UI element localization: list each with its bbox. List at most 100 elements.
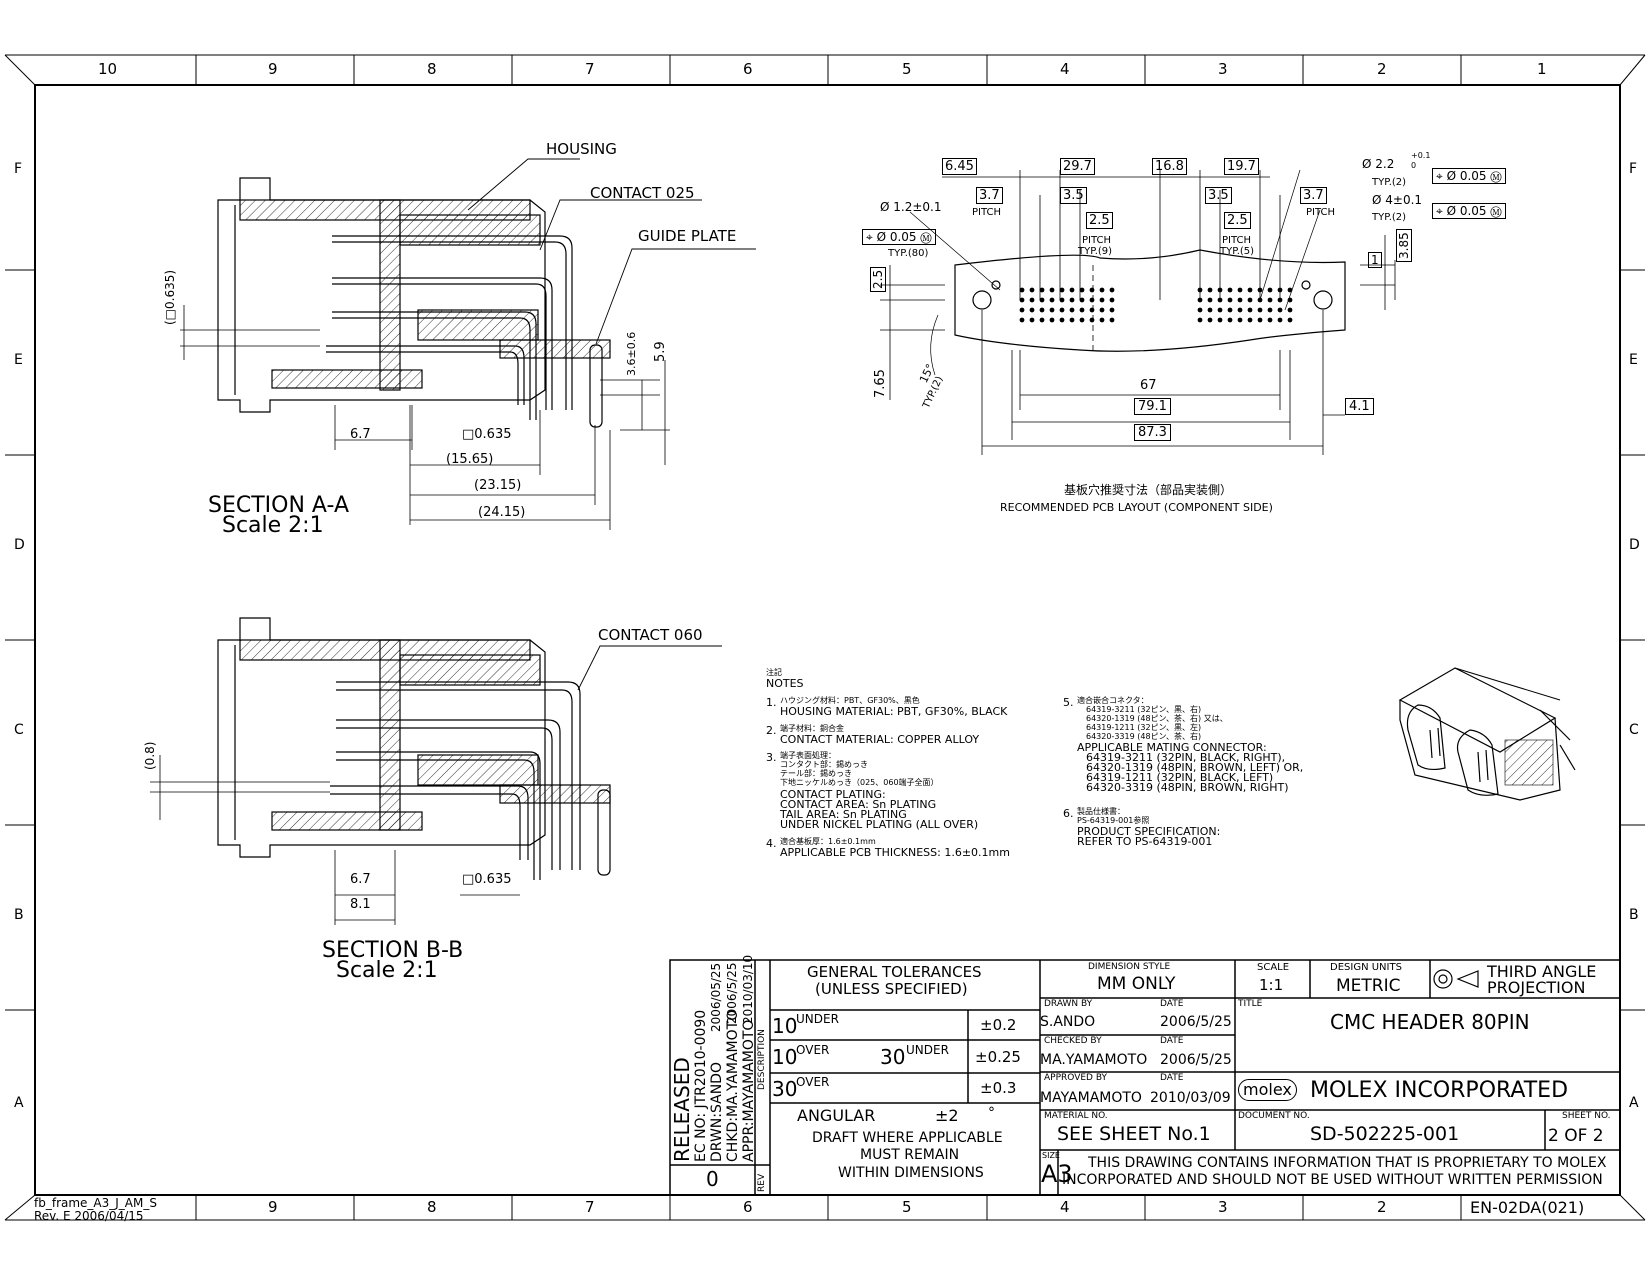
projection-line-1: THIRD ANGLE [1487,962,1597,981]
section-bb-scale: Scale 2:1 [336,958,438,983]
revision-label: REV [757,1173,767,1192]
column-label: 5 [902,60,912,78]
note-5-japanese-line: 適合嵌合コネクタ： [1077,696,1149,705]
pcb-hole [1247,317,1253,323]
pcb-hole [1277,287,1283,293]
document-number: SD-502225-001 [1310,1123,1460,1145]
pcb-hole [1227,307,1233,313]
pcb-hole [1039,297,1045,303]
scale-value: 1:1 [1259,976,1284,994]
section-aa-title: SECTION A-A [208,493,349,518]
pcb-phi-2-2-lower-tol: 0 [1411,161,1417,170]
pcb-hole [1287,307,1293,313]
note-6-japanese-line: 製品仕様書： [1077,807,1125,816]
dim-aa-3-6: 3.6±0.6 [625,331,638,376]
pcb-hole [1277,307,1283,313]
pcb-hole [1257,287,1263,293]
pcb-hole [1019,287,1025,293]
size-label: SIZE [1042,1151,1060,1160]
dim-pcb-3-7-right: 3.7 [1300,187,1327,204]
pcb-hole [1217,297,1223,303]
dim-pcb-6-45: 6.45 [942,158,977,175]
note-2: CONTACT MATERIAL: COPPER ALLOY [780,733,980,746]
document-label: DOCUMENT NO. [1238,1111,1310,1121]
pcb-hole [1049,317,1055,323]
row-label: F [1629,161,1638,177]
column-label-bottom: 9 [268,1198,278,1216]
pcb-hole [1207,307,1213,313]
material-value: SEE SHEET No.1 [1057,1123,1211,1145]
pcb-hole [1197,317,1203,323]
note-2-number: 2. [766,724,777,737]
tolerance-range-qualifier: OVER [796,1075,830,1089]
pcb-title-japanese: 基板穴推奨寸法（部品実装側） [1064,483,1233,497]
proprietary-notice-line-1: THIS DRAWING CONTAINS INFORMATION THAT I… [1088,1155,1607,1171]
note-3-line: TAIL AREA: Sn PLATING [780,808,907,821]
pcb-position-tolerance-frame: ⌖ Ø 0.05 Ⓜ [1432,203,1506,219]
pcb-hole [1109,307,1115,313]
notes-heading: NOTES [766,677,804,690]
dim-pcb-1: 1 [1368,252,1382,268]
checked-date: 2006/5/25 [1160,1052,1232,1068]
pcb-hole [1267,297,1273,303]
dim-aa-24-15: (24.15) [478,505,526,520]
pcb-hole [1277,297,1283,303]
column-label-bottom: 3 [1218,1198,1228,1216]
general-tolerances-heading: GENERAL TOLERANCES [807,963,982,981]
note-6-number: 6. [1063,807,1074,820]
pcb-hole [1029,297,1035,303]
draft-note-line-1: DRAFT WHERE APPLICABLE [812,1130,1003,1146]
tolerance-value: ±0.3 [980,1079,1017,1097]
frame-name: fb_frame_A3_J_AM_S [34,1196,157,1210]
column-dividers [5,55,1645,1220]
row-label: D [14,537,25,553]
dim-pcb-7-65: 7.65 [873,369,888,398]
title-label: TITLE [1238,999,1263,1009]
pcb-hole [1247,307,1253,313]
row-label: E [14,352,23,368]
note-6-line: PRODUCT SPECIFICATION: [1077,825,1221,838]
pcb-hole [1109,317,1115,323]
pcb-hole [1207,317,1213,323]
revision-value: 0 [706,1167,719,1191]
drawn-date: 2006/5/25 [1160,1014,1232,1030]
pcb-hole [1029,317,1035,323]
pcb-hole [1049,307,1055,313]
dim-bb-sq-0635: □0.635 [462,872,512,887]
description-label: DESCRIPTION [757,1029,767,1090]
pcb-hole [1277,317,1283,323]
pcb-hole [1079,317,1085,323]
pcb-hole [1099,287,1105,293]
column-label-bottom: 8 [427,1198,437,1216]
pcb-hole [1019,317,1025,323]
proprietary-notice-line-2: INCORPORATED AND SHOULD NOT BE USED WITH… [1062,1172,1603,1188]
drawn-record-date: 2006/05/25 [709,962,723,1032]
general-tolerances-subheading: (UNLESS SPECIFIED) [815,980,968,998]
third-angle-symbol [1433,969,1479,989]
dim-pcb-3-5-left: 3.5 [1060,187,1087,204]
pcb-hole [1029,307,1035,313]
pcb-hole [1019,297,1025,303]
note-5-line: 64320-3319 (48PIN, BROWN, RIGHT) [1086,781,1289,794]
pcb-hole [1049,287,1055,293]
row-label: A [1629,1095,1639,1111]
pcb-typ-80: TYP.(80) [888,248,929,259]
note-5-japanese-line: 64319-3211 (32ピン、黒、右) [1086,705,1202,714]
row-label: C [1629,722,1639,738]
pcb-hole [1039,317,1045,323]
row-label: E [1629,352,1638,368]
pcb-hole [1227,317,1233,323]
pcb-hole [1257,297,1263,303]
pcb-hole [1267,307,1273,313]
dim-aa-15-65: (15.65) [446,452,494,467]
column-label: 4 [1060,60,1070,78]
released-label: RELEASED [670,1057,694,1162]
pcb-hole [1019,307,1025,313]
dim-pcb-3-85: 3.85 [1396,229,1412,262]
note-5-japanese-line: 64319-1211 (32ピン、黒、左) [1086,723,1202,732]
tolerance-value: ±0.2 [980,1016,1017,1034]
note-1-japanese: ハウジング材料：PBT、GF30%、黒色 [780,696,920,705]
pcb-hole [1059,287,1065,293]
pcb-hole [1197,307,1203,313]
note-3-japanese-line: 下地ニッケルめっき（025、060端子全面） [780,778,939,787]
